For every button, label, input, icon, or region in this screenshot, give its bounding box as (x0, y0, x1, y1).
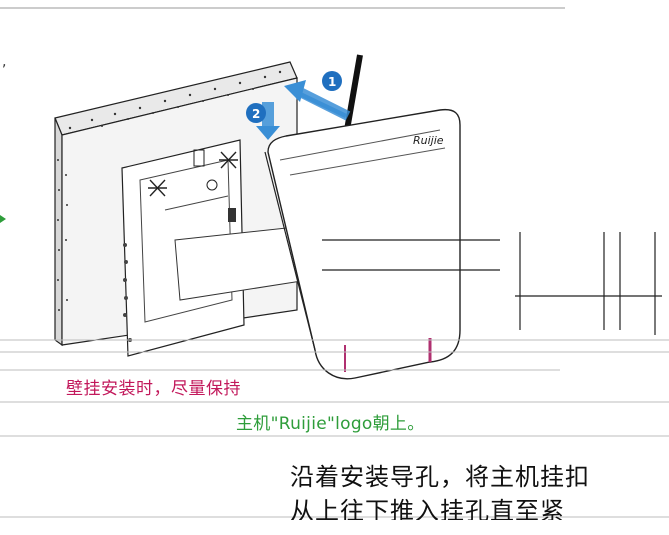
step-2-arrow: 2 (246, 102, 280, 140)
step-2-badge (246, 103, 266, 123)
device-brand-logo: Ruijie (413, 134, 444, 147)
rail-detail (322, 232, 662, 335)
step-1-badge (322, 71, 342, 91)
step-1-arrow: 1 (284, 71, 351, 121)
instruction-line-1: 沿着安装导孔，将主机挂扣 (290, 463, 590, 491)
step-1-number: 1 (328, 75, 336, 89)
logo-up-note: 主机"Ruijie"logo朝上。 (236, 414, 425, 434)
mounting-bracket (121, 139, 309, 357)
stray-comma: , (2, 54, 6, 70)
access-point-device: Ruijie (264, 54, 461, 380)
orientation-note: 壁挂安装时，尽量保持 (66, 379, 241, 399)
step-2-number: 2 (252, 107, 260, 121)
instruction-text: 沿着安装导孔，将主机挂扣 从上往下推入挂孔直至紧 (290, 460, 590, 520)
antenna (344, 54, 363, 131)
left-edge-marker (0, 215, 6, 223)
instruction-line-2: 从上往下推入挂孔直至紧 (290, 497, 565, 520)
baseline-bands (0, 339, 669, 518)
